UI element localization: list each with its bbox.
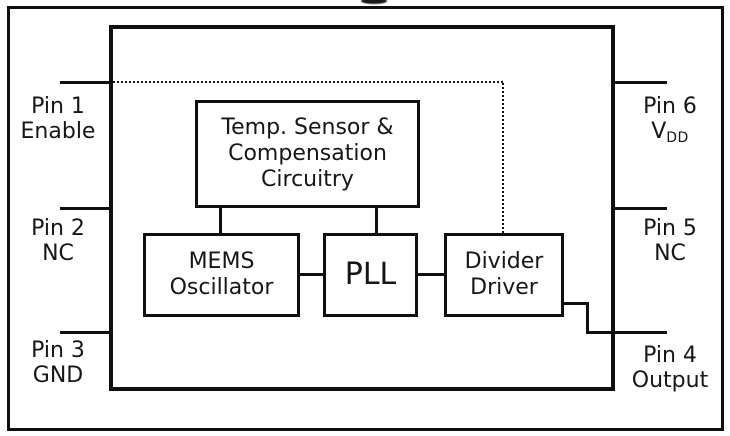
pin1-label: Pin 1 Enable <box>6 94 110 144</box>
pin3-label: Pin 3 GND <box>6 338 110 388</box>
pin3-name: GND <box>32 363 84 388</box>
pin2-number: Pin 2 <box>31 216 85 241</box>
wire-output-seg1 <box>564 302 589 305</box>
enable-dotted-line-horizontal <box>113 81 505 83</box>
pin2-name: NC <box>42 241 74 266</box>
pin4-name: Output <box>631 368 709 393</box>
pin1-number: Pin 1 <box>31 94 85 119</box>
pin1-name: Enable <box>20 119 96 144</box>
wire-mems-to-pll <box>300 273 323 276</box>
temp-sensor-block: Temp. Sensor & Compensation Circuitry <box>195 100 420 208</box>
mems-line2: Oscillator <box>169 275 274 300</box>
pin5-name: NC <box>654 241 686 266</box>
pin2-label: Pin 2 NC <box>6 216 110 266</box>
temp-sensor-line1: Temp. Sensor & <box>221 115 394 140</box>
temp-sensor-line2: Compensation <box>228 141 387 166</box>
pin4-number: Pin 4 <box>643 343 697 368</box>
temp-sensor-line3: Circuitry <box>261 167 354 192</box>
wire-pll-to-divider <box>418 273 444 276</box>
pll-block: PLL <box>323 233 418 317</box>
chip-outline <box>109 25 615 391</box>
pin6-name: VDD <box>618 119 722 147</box>
wire-output-seg2 <box>586 302 589 334</box>
pin6-label: Pin 6 VDD <box>618 94 722 147</box>
pin5-number: Pin 5 <box>643 216 697 241</box>
pin6-stub <box>614 81 667 84</box>
mems-line1: MEMS <box>188 249 255 274</box>
mems-oscillator-block: MEMS Oscillator <box>143 233 300 317</box>
divider-driver-block: Divider Driver <box>444 233 564 317</box>
cropped-title-artifact <box>361 0 387 4</box>
pll-label: PLL <box>344 257 397 292</box>
pin1-stub <box>60 81 110 84</box>
pin6-name-main: V <box>651 119 667 144</box>
pin5-label: Pin 5 NC <box>618 216 722 266</box>
pin3-stub <box>60 331 110 334</box>
wire-temp-to-pll <box>375 208 378 233</box>
divider-line1: Divider <box>464 249 544 274</box>
pin6-name-subscript: DD <box>666 130 689 146</box>
divider-line2: Driver <box>470 275 538 300</box>
pin4-label: Pin 4 Output <box>618 343 722 393</box>
wire-output-seg3-pin4-stub <box>586 331 667 334</box>
enable-dotted-line-vertical <box>502 83 504 233</box>
wire-temp-to-mems <box>219 208 222 233</box>
pin6-number: Pin 6 <box>643 94 697 119</box>
pin2-stub <box>60 207 110 210</box>
pin3-number: Pin 3 <box>31 338 85 363</box>
pin5-stub <box>614 207 667 210</box>
